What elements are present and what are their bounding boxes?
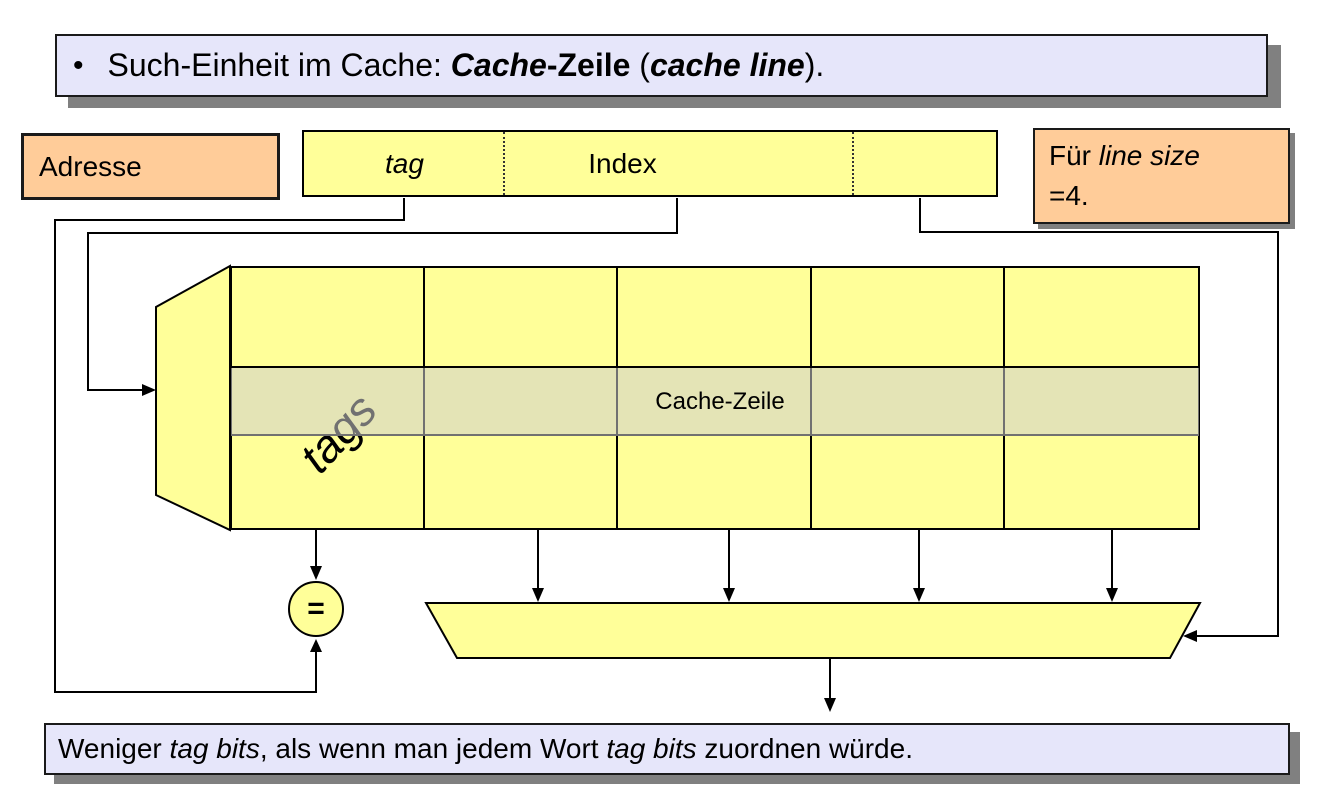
text-segment: Für [1049, 140, 1099, 171]
data-arrowhead-4 [1106, 588, 1118, 602]
title-text: Such-Einheit im Cache: Cache-Zeile (cach… [108, 47, 825, 84]
data-arrowhead-3 [913, 588, 925, 602]
index-wire-arrowhead [142, 384, 156, 396]
cache-cell [1005, 436, 1198, 528]
text-segment: Weniger [58, 733, 170, 764]
cache-line-label: Cache-Zeile [655, 388, 785, 415]
tag-pentagon [155, 264, 231, 532]
field-divider-2 [852, 132, 854, 195]
cache-cell [618, 436, 812, 528]
text-segment: tag bits [169, 733, 260, 764]
data-arrowhead-1 [532, 588, 544, 602]
text-segment: Such-Einheit im Cache: [107, 47, 451, 83]
cache-cell [618, 268, 812, 368]
text-segment: tag bits [606, 733, 697, 764]
line-size-note: Für line size =4. [1033, 128, 1290, 224]
adresse-label: Adresse [39, 150, 142, 182]
cache-cell [232, 436, 426, 528]
address-field-register: tag Index [302, 130, 998, 197]
mux-trapezoid [424, 602, 1202, 659]
cache-cell [812, 436, 1005, 528]
cache-cell [425, 436, 619, 528]
tag-wire-arrowhead [310, 639, 322, 652]
text-segment: zuordnen würde. [696, 733, 913, 764]
tag-field-label: tag [385, 147, 424, 179]
text-segment: , als wenn man jedem Wort [259, 733, 607, 764]
field-divider-1 [503, 132, 505, 195]
bottom-note-banner: Weniger tag bits, als wenn man jedem Wor… [44, 723, 1290, 775]
data-arrowhead-2 [723, 588, 735, 602]
text-segment: ( [630, 47, 650, 83]
index-field-label: Index [588, 147, 657, 179]
line-size-note-line2: =4. [1049, 180, 1089, 211]
equals-symbol: = [307, 592, 325, 625]
tag-column-arrowhead [310, 566, 322, 580]
comparator-circle: = [288, 581, 344, 637]
text-segment: cache line [649, 47, 805, 83]
adresse-box: Adresse [21, 133, 280, 200]
line-size-note-line1: Für line size [1049, 136, 1288, 176]
cache-cell [425, 268, 619, 368]
cache-cell [1004, 268, 1198, 368]
text-segment: Cache [450, 47, 547, 83]
cache-cell [232, 268, 426, 368]
text-segment: ). [804, 47, 825, 83]
text-segment: line size [1098, 140, 1200, 171]
mux-output-arrowhead [824, 698, 836, 712]
cache-cell [811, 268, 1005, 368]
title-banner: • Such-Einheit im Cache: Cache-Zeile (ca… [55, 34, 1268, 97]
bullet-icon: • [73, 48, 84, 82]
offset-wire-arrowhead [1183, 630, 1197, 642]
bottom-note-text: Weniger tag bits, als wenn man jedem Wor… [58, 733, 913, 765]
text-segment: -Zeile [546, 47, 631, 83]
